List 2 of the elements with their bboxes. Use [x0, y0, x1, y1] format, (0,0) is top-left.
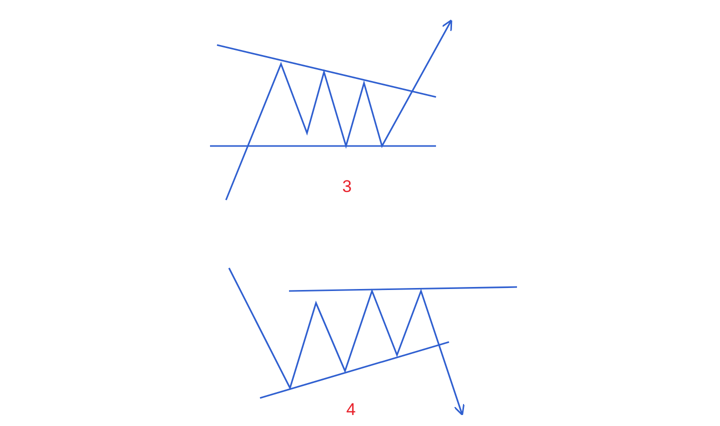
figure-number: 4: [346, 400, 356, 420]
figure-number: 3: [342, 177, 352, 197]
